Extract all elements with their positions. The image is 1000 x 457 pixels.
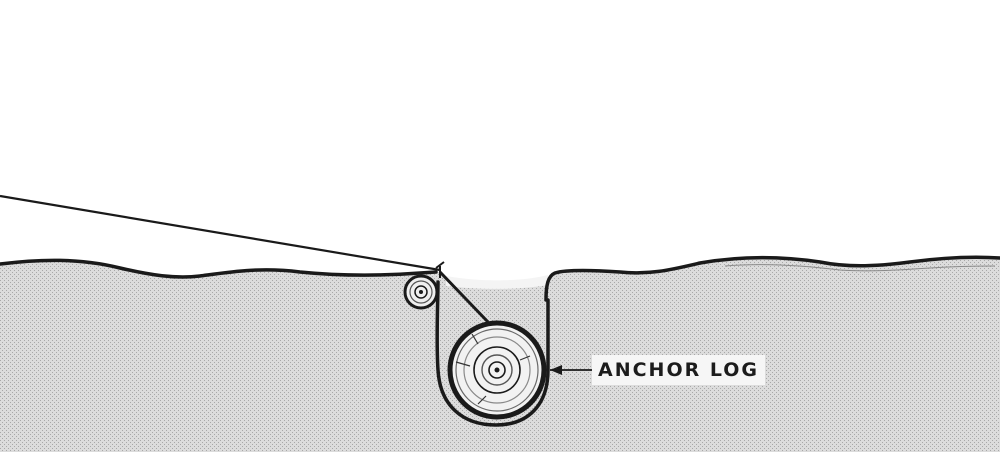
anchor-log — [447, 320, 547, 420]
cable-to-anchor — [438, 270, 490, 324]
ground-surface-line-left — [0, 258, 438, 279]
anchor-log-leader-arrow — [550, 365, 592, 375]
cable-line — [0, 194, 441, 272]
ground-surface-line-right — [544, 255, 1000, 302]
anchor-log-label-text: ANCHOR LOG — [598, 359, 760, 381]
anchor-log-label: ANCHOR LOG — [592, 355, 766, 385]
small-log — [403, 274, 439, 310]
trench-outline — [435, 280, 550, 427]
